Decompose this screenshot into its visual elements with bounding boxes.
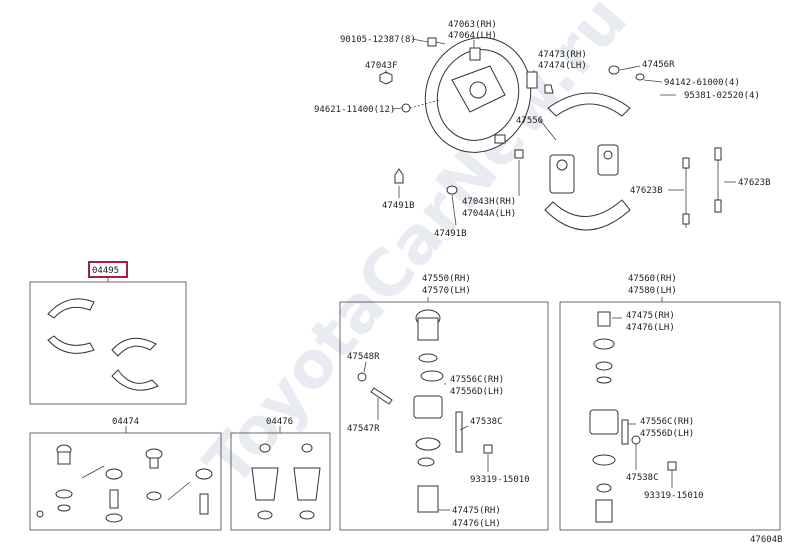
plug-47043H: [446, 185, 458, 195]
label-47548R: 47548R: [347, 352, 380, 362]
label-47556D-a: 47556D(LH): [450, 387, 504, 397]
label-47550: 47550(RH): [422, 274, 471, 284]
label-93319-a: 93319-15010: [470, 475, 530, 485]
label-47064: 47064(LH): [448, 31, 497, 41]
kit-04495-shoes: [47, 298, 159, 391]
watermark: ToyotaCarNew.ru: [191, 0, 642, 500]
label-04495[interactable]: 04495: [92, 266, 119, 276]
assembly-47550-parts: [357, 309, 493, 513]
leader-lines: [363, 38, 736, 511]
label-47491B-b: 47491B: [434, 229, 467, 239]
label-47623B-a: 47623B: [630, 186, 663, 196]
label-94142: 94142-61000(4): [664, 78, 740, 88]
label-47556C-a: 47556C(RH): [450, 375, 504, 385]
label-47044A: 47044A(LH): [462, 209, 516, 219]
spring-47623B-b: [714, 147, 722, 213]
label-47475-b: 47475(RH): [626, 311, 675, 321]
label-47476-a: 47476(LH): [452, 519, 501, 529]
label-94621: 94621-11400(12): [314, 105, 395, 115]
kit-04474-box: [29, 432, 222, 531]
label-47580: 47580(LH): [628, 286, 677, 296]
bolt-47044A: [514, 149, 524, 159]
label-47556D-b: 47556D(LH): [640, 429, 694, 439]
backing-plate: [424, 37, 532, 153]
brake-shoe-lower: [544, 199, 631, 231]
cap-47491B-a: [394, 168, 404, 184]
label-47538C-b: 47538C: [626, 473, 659, 483]
assembly-47550-box: [339, 301, 549, 531]
lever-47473: [526, 71, 554, 94]
label-47538C-a: 47538C: [470, 417, 503, 427]
label-47474: 47474(LH): [538, 61, 587, 71]
label-47556C-b: 47556C(RH): [640, 417, 694, 427]
label-47063: 47063(RH): [448, 20, 497, 30]
label-47043H: 47043H(RH): [462, 197, 516, 207]
diagram-id: 47604B: [750, 535, 783, 545]
label-47547R: 47547R: [347, 424, 380, 434]
kit-04476-box: [230, 432, 331, 531]
bolt-94621: [401, 103, 411, 113]
label-47456R: 47456R: [642, 60, 675, 70]
label-47491B-a: 47491B: [382, 201, 415, 211]
adjuster-47456R: [608, 65, 676, 96]
label-47476-b: 47476(LH): [626, 323, 675, 333]
label-47473: 47473(RH): [538, 50, 587, 60]
brake-shoe-upper: [547, 92, 631, 117]
label-47570: 47570(LH): [422, 286, 471, 296]
label-47043F: 47043F: [365, 61, 398, 71]
assembly-47560-box: [559, 301, 781, 531]
spring-47623B-a: [682, 157, 690, 228]
highlight-04495[interactable]: [88, 261, 128, 278]
label-47556: 47556: [516, 116, 543, 126]
label-93319-b: 93319-15010: [644, 491, 704, 501]
label-47560: 47560(RH): [628, 274, 677, 284]
kit-04474-parts: [36, 444, 213, 523]
assembly-47560-parts: [589, 311, 677, 523]
label-04474: 04474: [112, 417, 139, 427]
bolt-90105: [427, 37, 446, 47]
label-04476: 04476: [266, 417, 293, 427]
label-95381: 95381-02520(4): [684, 91, 760, 101]
label-47623B-b: 47623B: [738, 178, 771, 188]
label-47475-a: 47475(RH): [452, 506, 501, 516]
wheel-cylinder: [549, 144, 619, 194]
kit-04476-parts: [251, 443, 321, 520]
label-90105: 90105-12387(8): [340, 35, 416, 45]
